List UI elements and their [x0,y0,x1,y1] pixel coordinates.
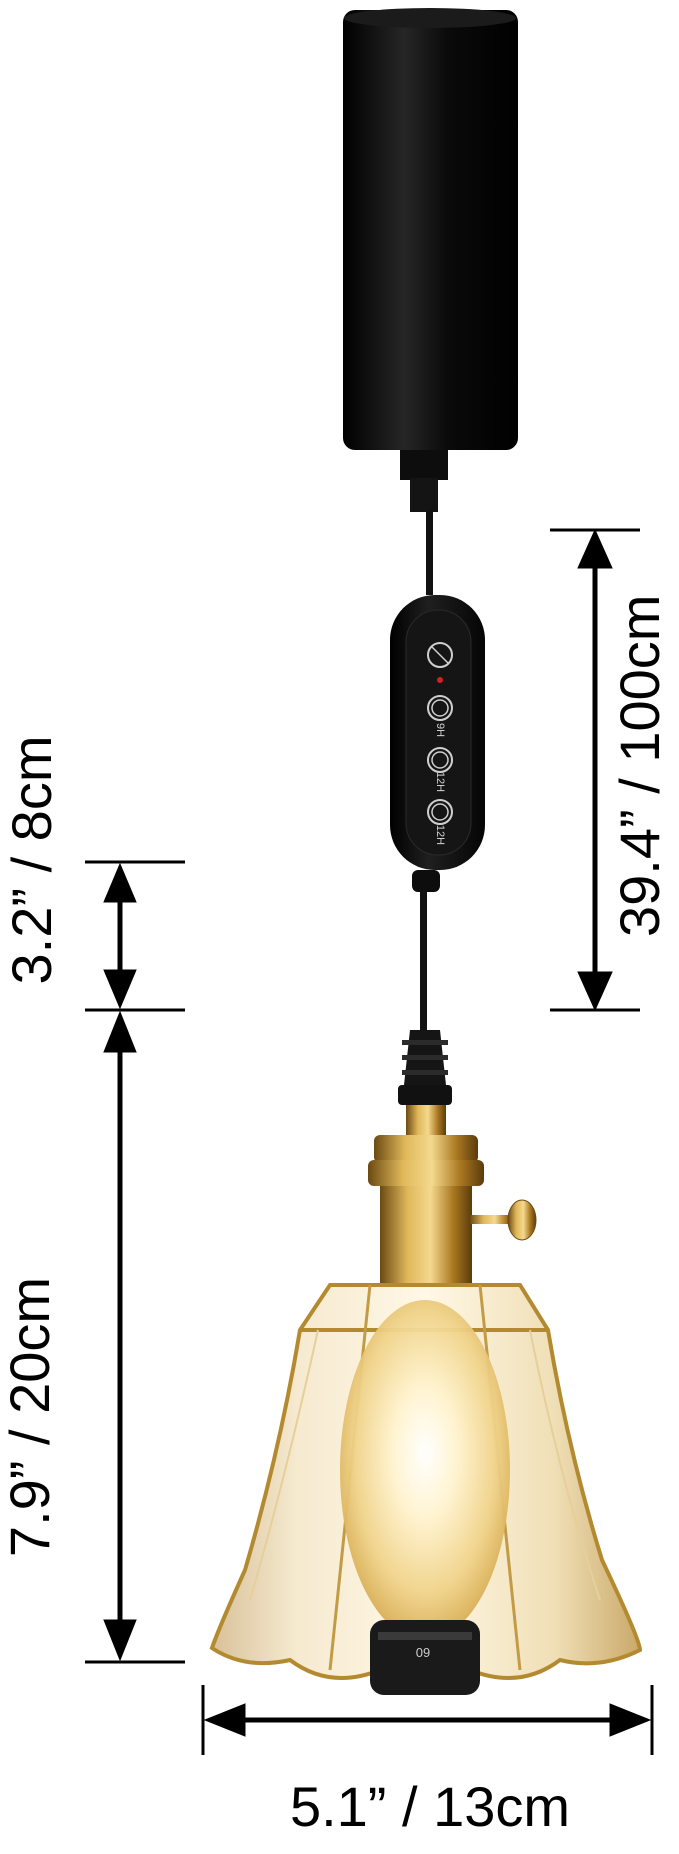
controller-label-9h: 9H [434,722,446,738]
controller-label-12h-b: 12H [434,824,446,846]
controller-label-12h-a: 12H [434,771,446,793]
switch-knob [507,1199,537,1241]
power-cord-upper [426,510,433,595]
cord-length-label: 39.4” / 100cm [608,594,671,937]
bulb-glow [340,1300,510,1640]
controller-buttons [427,642,453,825]
power-cord-lower [420,890,427,1030]
bulb-marking: 60 [415,1645,431,1660]
shade-height-label: 7.9” / 20cm [0,1276,61,1558]
shade-width-label: 5.1” / 13cm [289,1775,571,1838]
ceiling-canopy [343,10,518,450]
glass-shade [209,1283,643,1695]
dimension-markers [85,528,654,1755]
brass-socket [368,1105,537,1306]
socket-height-label: 3.2” / 8cm [0,735,63,985]
